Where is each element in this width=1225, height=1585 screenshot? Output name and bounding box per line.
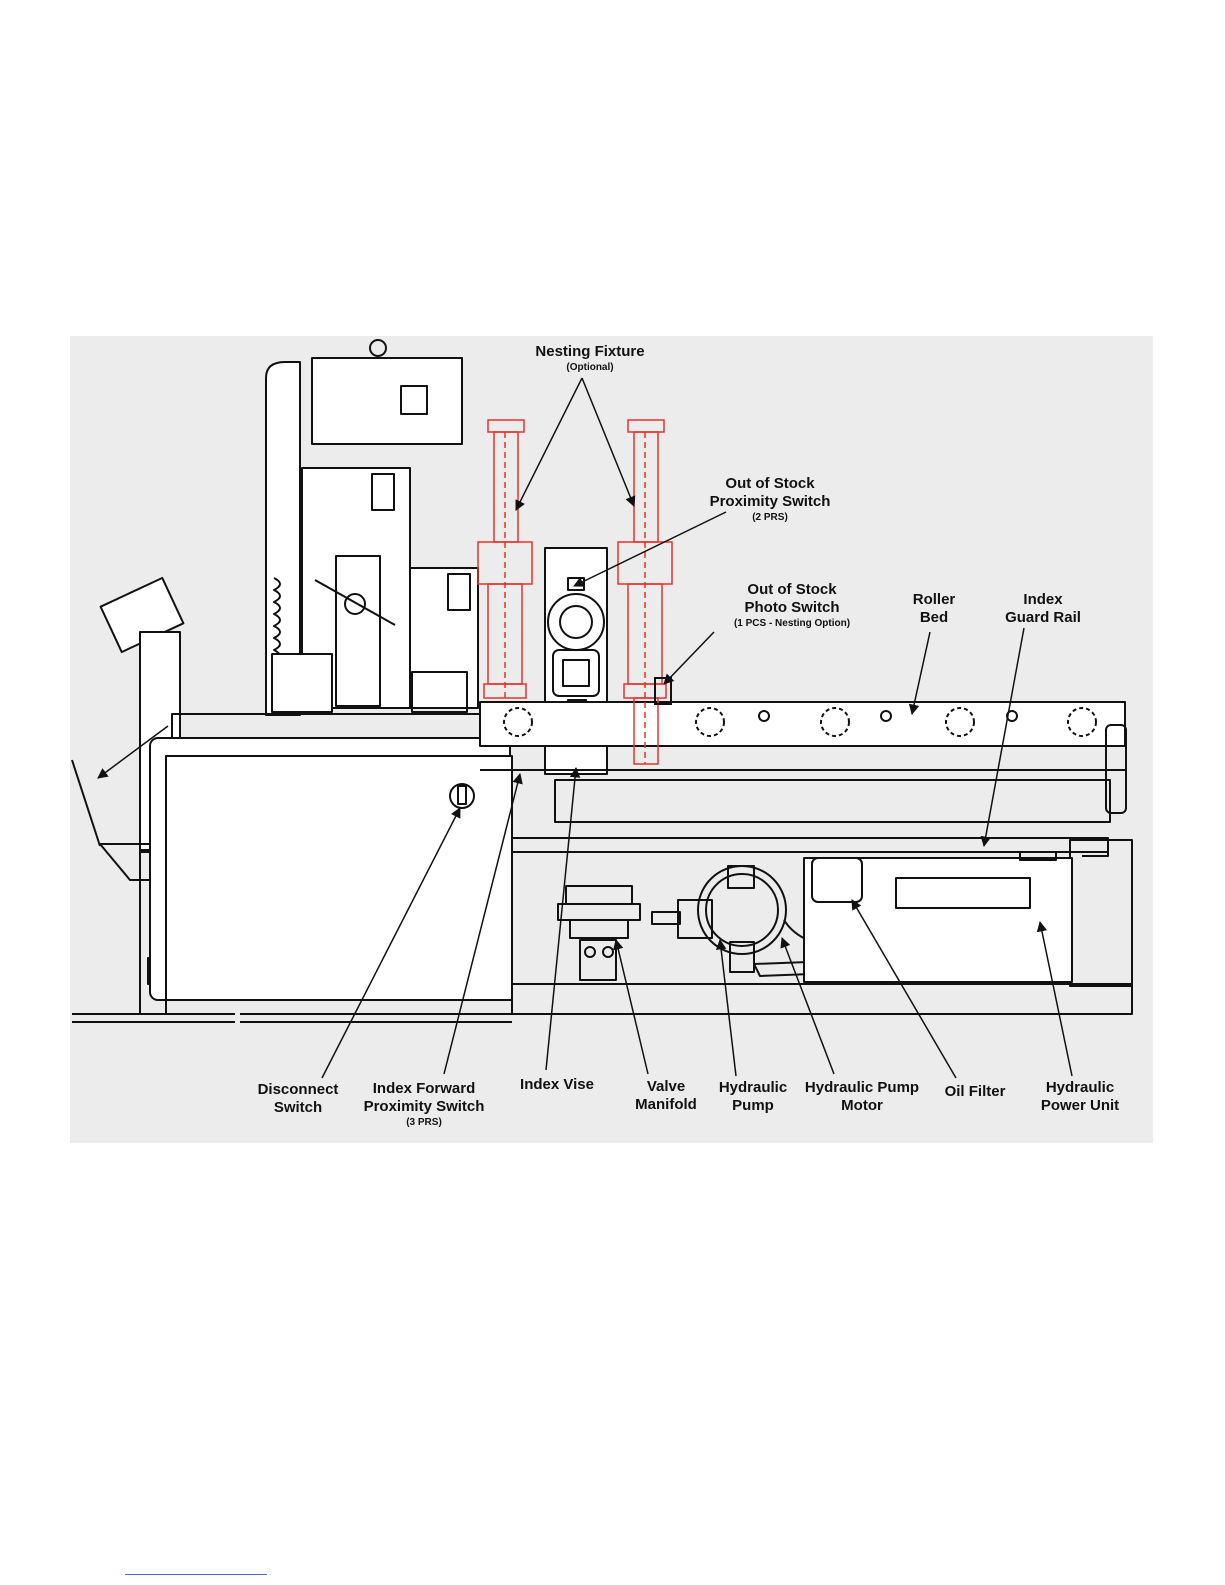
index-vise-line1: Index Vise [509,1076,605,1094]
footer-link-underline[interactable] [125,1574,267,1575]
leader-photo-switch [664,632,714,684]
saw-head [266,340,478,715]
pump-motor-line1: Hydraulic Pump [800,1079,924,1097]
nesting-fixture-note: (Optional) [510,361,670,374]
photo-note: (1 PCS - Nesting Option) [712,617,872,630]
index-forward-note: (3 PRS) [354,1116,494,1129]
leader-nesting-right [582,378,634,506]
label-index-forward-prox: Index Forward Proximity Switch (3 PRS) [354,1080,494,1129]
hydraulic-power-unit [804,852,1072,982]
leader-nesting-left [516,378,582,510]
leader-hyd-pump [720,940,736,1076]
index-forward-line2: Proximity Switch [354,1098,494,1116]
label-out-of-stock-prox: Out of Stock Proximity Switch (2 PRS) [690,475,850,524]
base-cabinet [72,714,512,1022]
photo-line2: Photo Switch [712,599,872,617]
label-disconnect-switch: Disconnect Switch [248,1081,348,1117]
label-index-vise: Index Vise [509,1076,605,1094]
photo-line1: Out of Stock [712,581,872,599]
pump-line2: Pump [708,1097,798,1115]
pump-line1: Hydraulic [708,1079,798,1097]
nesting-fixture-left [478,420,532,700]
valve-line1: Valve [626,1078,706,1096]
power-unit-line1: Hydraulic [1030,1079,1130,1097]
valve-manifold [558,886,640,980]
prox-line2: Proximity Switch [690,493,850,511]
disconnect-line2: Switch [248,1099,348,1117]
label-index-guard-rail: Index Guard Rail [993,591,1093,627]
pump-motor-line2: Motor [800,1097,924,1115]
roller-line2: Bed [894,609,974,627]
disconnect-line1: Disconnect [248,1081,348,1099]
valve-line2: Manifold [626,1096,706,1114]
label-hydraulic-power-unit: Hydraulic Power Unit [1030,1079,1130,1115]
label-hydraulic-pump-motor: Hydraulic Pump Motor [800,1079,924,1115]
prox-note: (2 PRS) [690,511,850,524]
label-hydraulic-pump: Hydraulic Pump [708,1079,798,1115]
roller-line1: Roller [894,591,974,609]
label-oil-filter: Oil Filter [932,1083,1018,1101]
prox-line1: Out of Stock [690,475,850,493]
label-valve-manifold: Valve Manifold [626,1078,706,1114]
guard-line1: Index [993,591,1093,609]
leader-valve-manifold [616,940,648,1074]
nesting-fixture-title: Nesting Fixture [510,343,670,361]
label-out-of-stock-photo: Out of Stock Photo Switch (1 PCS - Nesti… [712,581,872,630]
guard-line2: Guard Rail [993,609,1093,627]
oil-filter-line1: Oil Filter [932,1083,1018,1101]
index-forward-line1: Index Forward [354,1080,494,1098]
label-roller-bed: Roller Bed [894,591,974,627]
label-nesting-fixture: Nesting Fixture (Optional) [510,343,670,374]
power-unit-line2: Power Unit [1030,1097,1130,1115]
